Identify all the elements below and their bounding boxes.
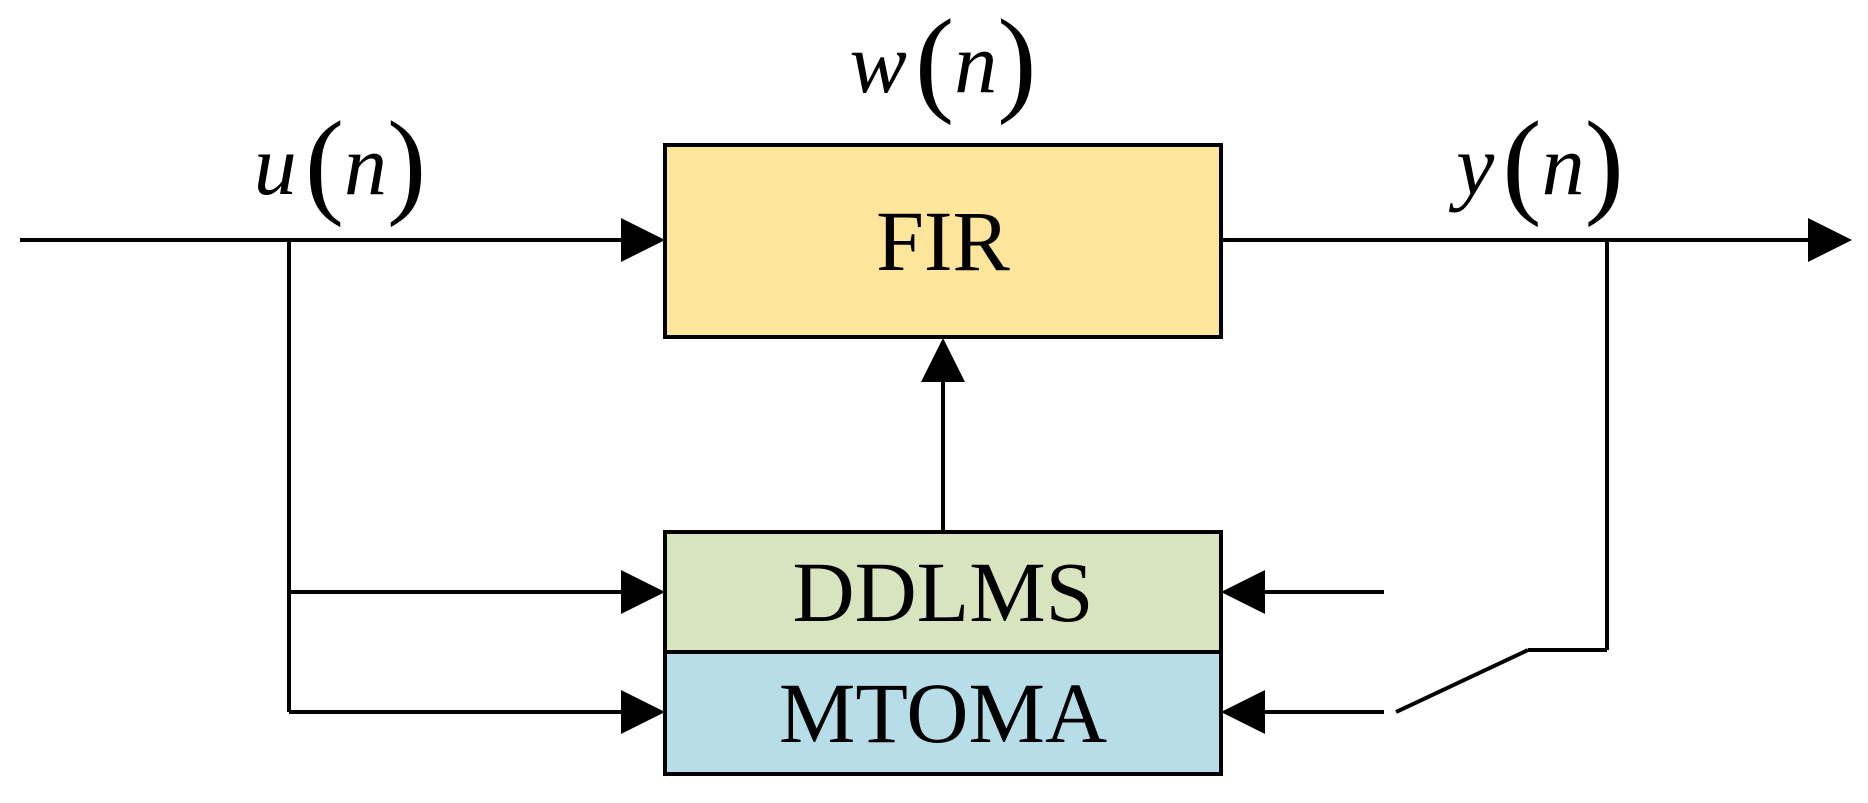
weights-signal-label: w(n) xyxy=(850,0,1037,126)
weights-signal-arg: n xyxy=(954,15,997,111)
weights-signal-close-paren: ) xyxy=(997,0,1036,126)
output-signal-arg: n xyxy=(1542,117,1585,213)
input-signal-close-paren: ) xyxy=(387,97,426,228)
input-signal-label: u(n) xyxy=(254,97,427,228)
weights-signal-symbol: w xyxy=(850,15,907,111)
fir-label: FIR xyxy=(876,193,1010,289)
input-signal-arg: n xyxy=(344,117,387,213)
fir-input-arrowhead xyxy=(621,218,665,262)
output-signal-label: y(n) xyxy=(1448,97,1624,228)
ddlms-label: DDLMS xyxy=(792,544,1093,640)
output-signal-symbol: y xyxy=(1448,117,1495,213)
input-signal-open-paren: ( xyxy=(305,97,344,228)
fir-weight-arrowhead xyxy=(921,338,965,382)
weights-signal-open-paren: ( xyxy=(915,0,954,126)
ddlms-right-arrowhead xyxy=(1221,570,1265,614)
output-signal-close-paren: ) xyxy=(1585,97,1624,228)
input-signal-symbol: u xyxy=(254,117,297,213)
switch-blade xyxy=(1395,648,1529,714)
mtoma-block xyxy=(663,650,1223,776)
output-signal-open-paren: ( xyxy=(1502,97,1541,228)
ddlms-block xyxy=(663,530,1223,654)
fir-block xyxy=(663,143,1223,339)
mtoma-right-arrowhead xyxy=(1221,690,1265,734)
ddlms-input-arrowhead xyxy=(621,570,665,614)
mtoma-input-arrowhead xyxy=(621,690,665,734)
mtoma-label: MTOMA xyxy=(779,665,1107,761)
output-arrowhead xyxy=(1808,218,1852,262)
